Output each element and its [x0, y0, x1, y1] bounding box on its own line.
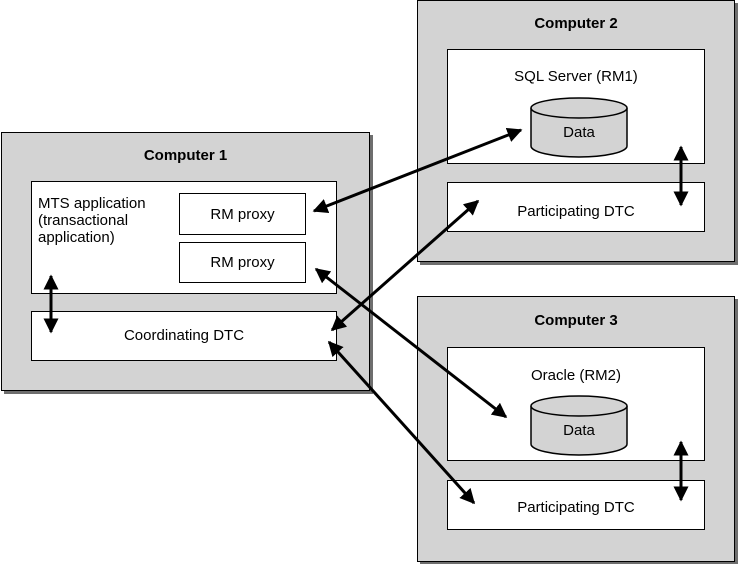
participating-dtc-label-3: Participating DTC	[517, 499, 635, 516]
app-line-3: application)	[38, 229, 115, 246]
sql-server-panel: SQL Server (RM1) Data	[447, 49, 705, 164]
computer-3-title: Computer 3	[534, 312, 618, 329]
database-icon: Data	[529, 394, 629, 458]
app-line-1: MTS application	[38, 195, 146, 212]
computer-1-title: Computer 1	[143, 147, 228, 164]
mts-application-panel: MTS application (transactional applicati…	[31, 181, 337, 294]
database-icon: Data	[529, 96, 629, 160]
coordinating-dtc-panel: Coordinating DTC	[31, 311, 337, 361]
database-label: Data	[563, 422, 595, 439]
participating-dtc-panel-3: Participating DTC	[447, 480, 705, 530]
oracle-label: Oracle (RM2)	[530, 367, 621, 384]
computer-2-title: Computer 2	[534, 15, 618, 32]
rm-proxy-2: RM proxy	[179, 242, 306, 283]
coordinating-dtc-label: Coordinating DTC	[123, 327, 245, 344]
computer-1-box: Computer 1 MTS application (transactiona…	[1, 132, 370, 391]
app-line-2: (transactional	[38, 212, 129, 229]
participating-dtc-panel-2: Participating DTC	[447, 182, 705, 232]
computer-2-box: Computer 2 SQL Server (RM1) Data Partici…	[417, 0, 735, 262]
rm-proxy-1: RM proxy	[179, 193, 306, 235]
database-label: Data	[563, 124, 595, 141]
oracle-panel: Oracle (RM2) Data	[447, 347, 705, 461]
sql-server-label: SQL Server (RM1)	[514, 68, 638, 85]
computer-3-box: Computer 3 Oracle (RM2) Data Participati…	[417, 296, 735, 562]
participating-dtc-label-2: Participating DTC	[517, 203, 635, 220]
mts-application-label: MTS application (transactional applicati…	[38, 195, 146, 246]
